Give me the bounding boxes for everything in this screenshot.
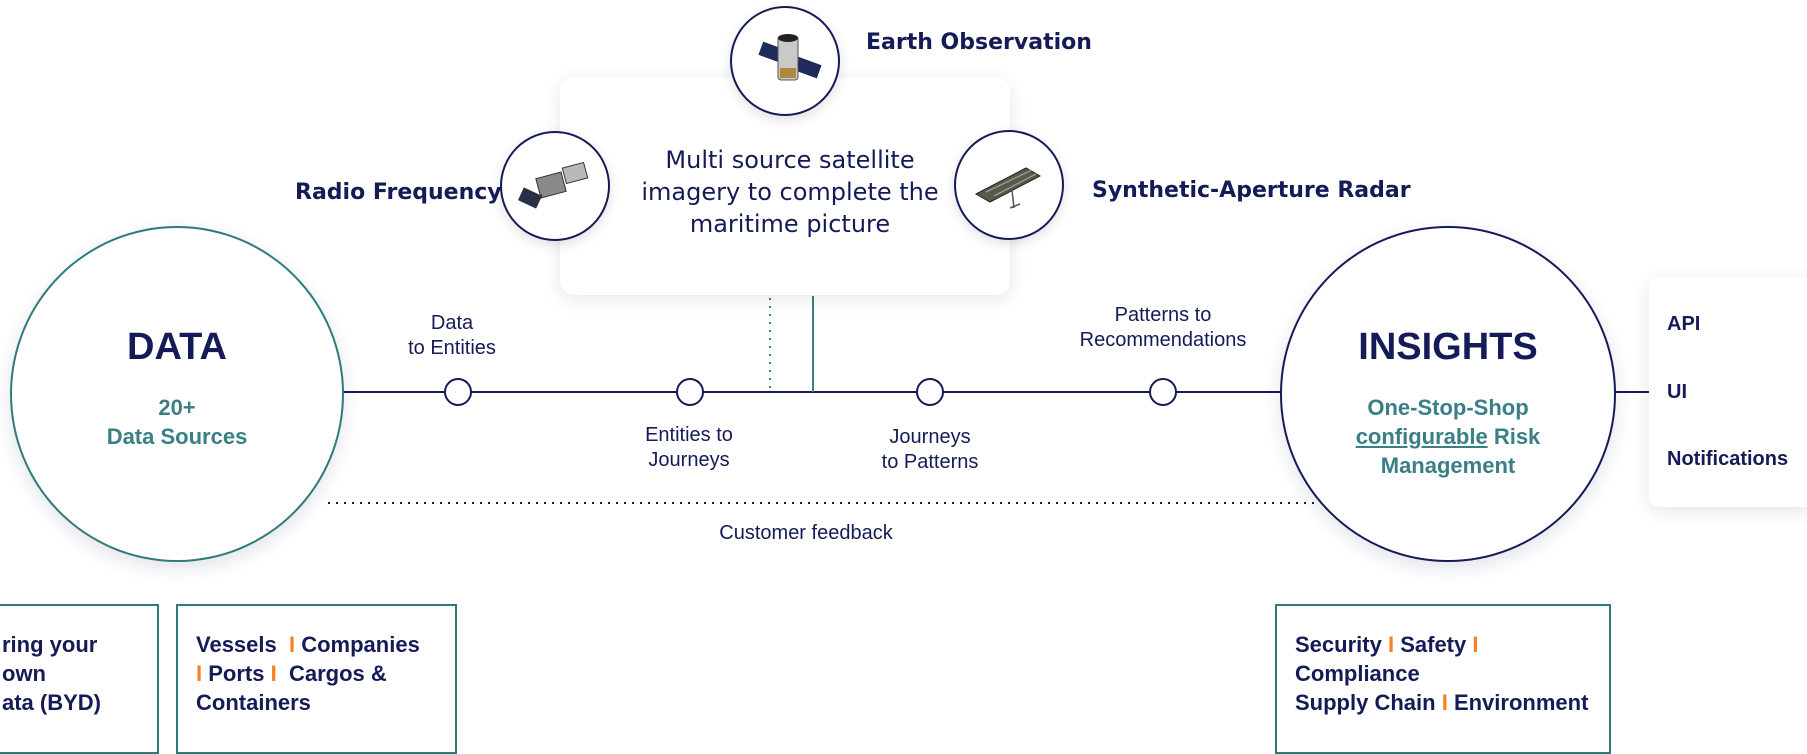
separator: I bbox=[270, 661, 277, 686]
step-node-2 bbox=[676, 378, 704, 406]
insights-subtitle-line-2: configurable Risk bbox=[1282, 422, 1614, 451]
radio-frequency-satellite bbox=[500, 131, 610, 241]
step-label-patterns-to-recommendations: Patterns to Recommendations bbox=[1066, 303, 1260, 353]
supply-chain-text: Supply Chain bbox=[1295, 690, 1436, 715]
step-label-journeys-to-patterns: Journeys to Patterns bbox=[860, 425, 1000, 475]
step1-line-2: to Entities bbox=[408, 337, 496, 359]
card-text-line-1: Multi source satellite bbox=[665, 146, 915, 174]
card-text-line-2: imagery to complete the bbox=[641, 178, 939, 206]
domains-box: Security I Safety I Compliance Supply Ch… bbox=[1275, 604, 1611, 754]
entities-box: Vessels I Companies I Ports I Cargos & C… bbox=[176, 604, 457, 754]
data-node: DATA 20+ Data Sources bbox=[10, 226, 344, 562]
data-node-title: DATA bbox=[127, 326, 227, 368]
sar-satellite-icon bbox=[974, 167, 1042, 209]
sar-label: Synthetic-Aperture Radar bbox=[1092, 178, 1411, 203]
step-label-entities-to-journeys: Entities to Journeys bbox=[622, 423, 756, 473]
insights-node: INSIGHTS One-Stop-Shop configurable Risk… bbox=[1280, 226, 1616, 562]
domains-line-3: Supply Chain I Environment bbox=[1295, 688, 1591, 717]
separator: I bbox=[288, 632, 296, 657]
separator: I bbox=[1387, 632, 1395, 657]
step2-line-2: Journeys bbox=[648, 449, 730, 471]
separator: I bbox=[1472, 632, 1479, 657]
data-node-subtitle-line-2: Data Sources bbox=[106, 424, 248, 449]
step-label-data-to-entities: Data to Entities bbox=[390, 311, 514, 361]
byd-box: ring your own ata (BYD) bbox=[0, 604, 159, 754]
step2-line-1: Entities to bbox=[645, 424, 733, 446]
step4-line-1: Patterns to bbox=[1114, 304, 1212, 326]
safety-text: Safety bbox=[1400, 632, 1467, 657]
output-notifications[interactable]: Notifications bbox=[1667, 448, 1789, 470]
configurable-text: configurable bbox=[1355, 424, 1488, 449]
insights-subtitle-line-3: Management bbox=[1380, 453, 1516, 478]
environment-text: Environment bbox=[1453, 690, 1589, 715]
sar-satellite bbox=[954, 130, 1064, 240]
earth-observation-satellite-icon bbox=[758, 34, 822, 81]
domains-line-1: Security I Safety I bbox=[1295, 630, 1591, 659]
separator: I bbox=[196, 661, 203, 686]
step-node-3 bbox=[916, 378, 944, 406]
customer-feedback-label: Customer feedback bbox=[719, 522, 893, 544]
earth-observation-satellite bbox=[730, 6, 840, 116]
entities-line-2: I Ports I Cargos & bbox=[196, 659, 437, 688]
step1-line-1: Data bbox=[430, 312, 474, 334]
step-node-4 bbox=[1149, 378, 1177, 406]
vessels-text: Vessels bbox=[196, 632, 277, 657]
card-text-line-3: maritime picture bbox=[689, 210, 891, 238]
data-node-subtitle-line-1: 20+ bbox=[158, 395, 196, 420]
step3-line-2: to Patterns bbox=[881, 451, 979, 473]
step3-line-1: Journeys bbox=[889, 426, 971, 448]
security-text: Security bbox=[1295, 632, 1382, 657]
radio-frequency-satellite-icon bbox=[517, 161, 589, 209]
containers-text: Containers bbox=[196, 690, 311, 715]
earth-observation-label: Earth Observation bbox=[866, 30, 1092, 55]
data-node-subtitle: 20+ Data Sources bbox=[12, 393, 342, 451]
outputs-panel bbox=[1649, 277, 1807, 507]
cargos-text: Cargos & bbox=[288, 661, 387, 686]
step-node-1 bbox=[444, 378, 472, 406]
byd-line-1: ring your own bbox=[2, 632, 98, 686]
ports-text: Ports bbox=[208, 661, 265, 686]
insights-subtitle-line-1: One-Stop-Shop bbox=[1367, 395, 1529, 420]
connector-lines bbox=[328, 296, 1649, 504]
companies-text: Companies bbox=[301, 632, 420, 657]
compliance-text: Compliance bbox=[1295, 661, 1420, 686]
entities-line-1: Vessels I Companies bbox=[196, 630, 437, 659]
satellite-imagery-text: Multi source satellite imagery to comple… bbox=[580, 144, 1000, 240]
insights-node-subtitle: One-Stop-Shop configurable Risk Manageme… bbox=[1282, 393, 1614, 480]
separator: I bbox=[1441, 690, 1448, 715]
output-api[interactable]: API bbox=[1667, 313, 1701, 335]
step4-line-2: Recommendations bbox=[1079, 329, 1247, 351]
output-ui[interactable]: UI bbox=[1667, 381, 1687, 403]
radio-frequency-label: Radio Frequency bbox=[295, 180, 502, 205]
risk-text: Risk bbox=[1487, 424, 1541, 449]
byd-line-2: ata (BYD) bbox=[2, 690, 102, 715]
insights-node-title: INSIGHTS bbox=[1358, 326, 1538, 368]
